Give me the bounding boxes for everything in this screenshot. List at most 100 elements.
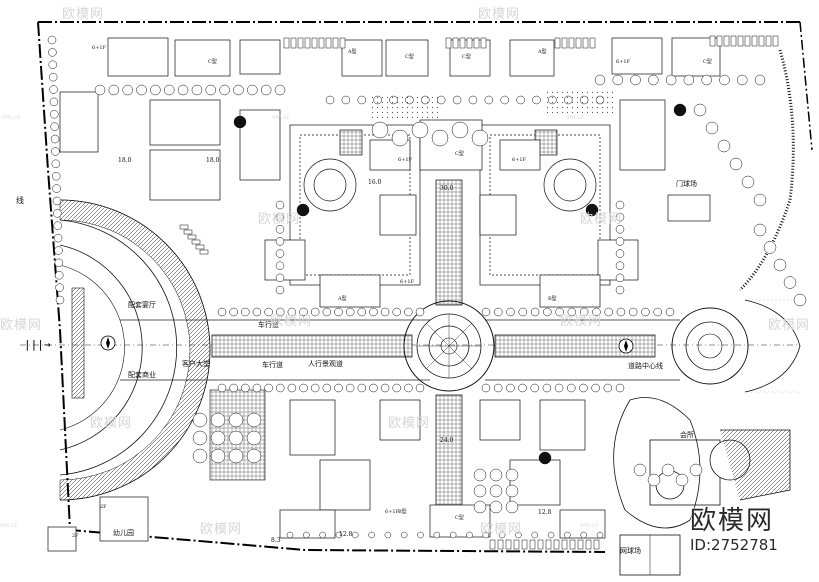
tree-symbol <box>433 531 441 539</box>
tree-symbol <box>564 531 571 539</box>
tree-symbol <box>52 184 61 193</box>
tree-symbol <box>673 103 687 117</box>
tree-symbol <box>530 307 540 317</box>
tree-symbol <box>404 307 413 317</box>
parking-bay <box>723 35 730 47</box>
tree-symbol <box>51 159 61 169</box>
tree-symbol <box>47 35 57 45</box>
lane-bottom-label: 车行道 <box>262 361 283 369</box>
tree-symbol <box>322 307 332 317</box>
client-hall-label: 客户大堂 <box>182 360 210 368</box>
tree-symbol <box>489 500 503 514</box>
tree-symbol <box>415 307 425 317</box>
tree-symbol <box>228 430 244 446</box>
building-tag: C型 <box>462 54 471 60</box>
tree-planting <box>47 35 807 539</box>
tree-symbol <box>54 246 63 255</box>
tree-symbol <box>275 273 285 283</box>
building-tag: C型 <box>455 515 464 521</box>
tree-symbol <box>400 531 408 539</box>
tree-symbol <box>252 307 262 317</box>
tree-symbol <box>357 95 367 105</box>
tree-symbol <box>286 531 294 539</box>
tree-symbol <box>482 531 490 539</box>
tree-symbol <box>210 448 226 464</box>
tree-symbol <box>615 212 625 222</box>
parking-bay <box>179 224 189 230</box>
tree-symbol <box>49 97 59 107</box>
tree-symbol <box>391 129 409 147</box>
tree-symbol <box>246 430 262 446</box>
tree-symbol <box>615 383 625 393</box>
watermark-brand: 欧模网 <box>480 522 523 537</box>
clubhouse-building <box>649 429 791 506</box>
tree-symbol <box>484 95 494 105</box>
tree-symbol <box>417 531 424 539</box>
kindergarten-label: 幼儿园 <box>113 529 134 537</box>
parking-bay <box>466 37 473 49</box>
tree-symbol <box>594 74 606 86</box>
tree-symbol <box>452 95 462 105</box>
parking-bay <box>183 229 193 235</box>
watermark-site: om.cn <box>566 114 585 121</box>
tree-symbol <box>50 134 60 144</box>
parking-bay <box>473 37 480 49</box>
north-arrow-star-west <box>106 337 110 349</box>
parking-bay <box>554 37 561 49</box>
floor-tag: 6+1F <box>92 45 107 51</box>
tree-symbol <box>567 307 577 317</box>
tree-symbol <box>384 531 392 539</box>
tree-symbol <box>310 307 320 317</box>
tree-symbol <box>53 233 63 243</box>
parking-bay <box>577 539 584 550</box>
tree-symbol <box>53 209 62 218</box>
tree-symbol <box>51 171 61 181</box>
watermark-brand: 欧模网 <box>258 212 301 227</box>
tree-symbol <box>689 463 703 477</box>
tree-symbol <box>753 193 767 207</box>
parking-bay <box>513 539 520 550</box>
tree-symbol <box>392 383 401 393</box>
tree-symbol <box>217 383 227 393</box>
parking-bay <box>304 37 311 49</box>
tree-symbol <box>647 473 661 487</box>
tree-symbol <box>532 95 541 105</box>
parking-bay <box>480 37 487 49</box>
tree-symbol <box>275 285 285 295</box>
tree-symbol <box>555 307 564 317</box>
tree-symbol <box>210 430 226 446</box>
tree-symbol <box>505 468 519 482</box>
tree-symbol <box>717 139 731 153</box>
parking-bay <box>187 234 197 240</box>
dimension-label: 8.3 <box>271 537 281 544</box>
tree-symbol <box>246 412 262 428</box>
tree-symbol <box>753 223 767 237</box>
parking-bay <box>283 37 290 49</box>
parking-bay <box>318 37 325 49</box>
west-semicircle-plaza <box>59 199 211 501</box>
parking-bay <box>505 539 512 550</box>
parking-bay <box>529 539 536 550</box>
main-road-horizontal <box>20 319 800 381</box>
tree-symbol <box>615 249 625 258</box>
tree-symbol <box>299 307 308 317</box>
building-tag: A型 <box>348 49 357 55</box>
tree-symbol <box>543 307 552 317</box>
parking-bay <box>561 539 568 550</box>
tree-symbol <box>615 225 625 234</box>
tree-symbol <box>322 383 332 393</box>
tree-symbol <box>415 383 425 393</box>
tree-symbol <box>52 196 62 206</box>
tree-symbol <box>233 84 244 96</box>
tree-symbol <box>591 383 600 393</box>
watermark-brand: 欧模网 <box>270 314 313 329</box>
lake-outline <box>613 397 701 529</box>
parking-bay <box>332 37 339 49</box>
tree-symbol <box>205 84 217 96</box>
tree-symbol <box>341 95 351 105</box>
parking-bay <box>191 239 201 245</box>
tree-symbol <box>275 237 285 246</box>
tree-symbol <box>264 383 273 393</box>
tree-symbol <box>334 383 343 393</box>
